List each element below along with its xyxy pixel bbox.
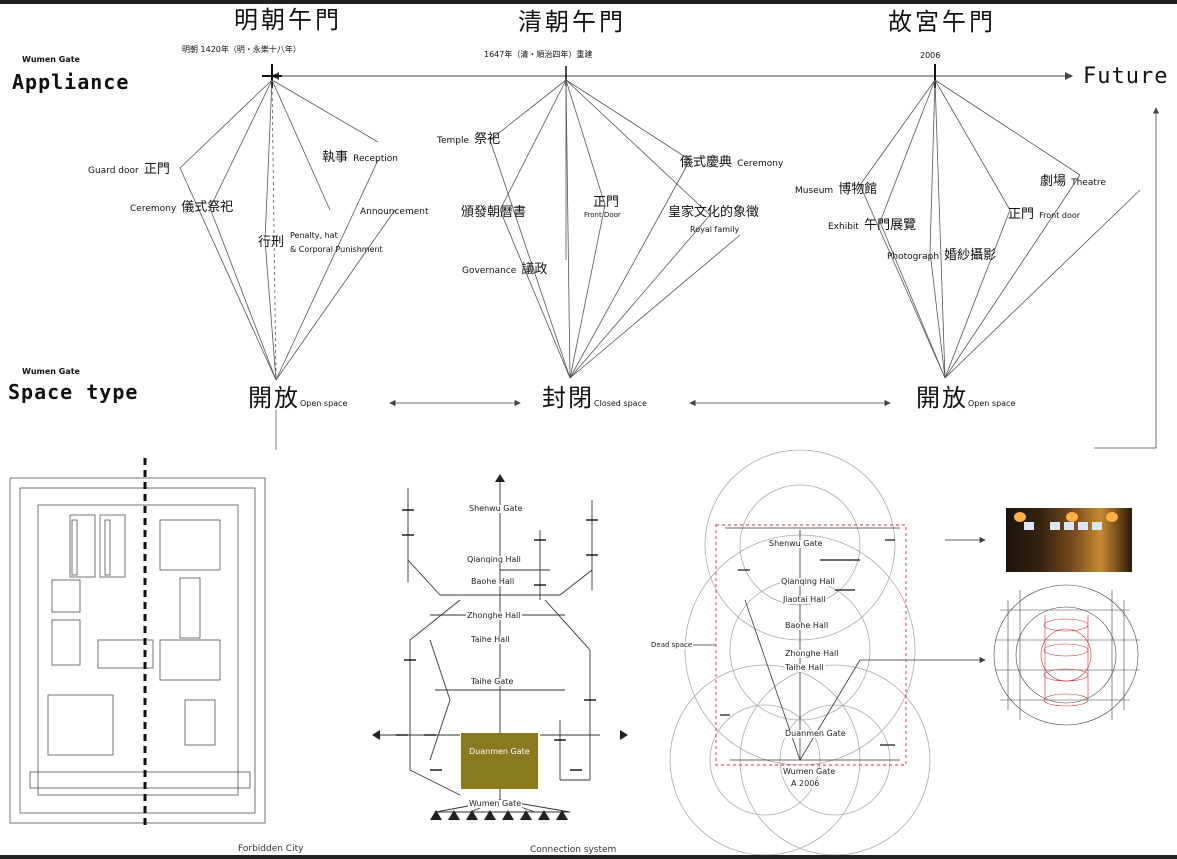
hall-label: Zhonghe Hall <box>466 612 522 620</box>
node-promulgate: 頒發朝曆書 <box>461 206 526 219</box>
museum-era-subtitle: 2006 <box>920 52 940 60</box>
forbidden-city-plan <box>10 478 265 823</box>
node-royal-family-cjk: 皇家文化的象徵 <box>668 206 759 219</box>
node-dianzhu: 執事 Reception <box>322 148 398 164</box>
node-ceremony-qing: 儀式慶典 Ceremony <box>680 153 783 169</box>
circle-gate-label: Duanmen Gate <box>784 730 847 738</box>
museum-era-title: 故宮午門 <box>888 10 996 34</box>
hall-label: Taihe Gate <box>470 678 514 686</box>
node-front-door-cjk: 正門 <box>593 196 619 209</box>
ming-era-title: 明朝午門 <box>234 8 342 32</box>
ming-web <box>180 80 395 380</box>
hall-label: Taihe Hall <box>470 636 511 644</box>
circle-hall-label: Shenwu Gate <box>768 540 823 548</box>
connection-system-caption: Connection system <box>530 846 616 855</box>
node-front-door-2: 正門 Front door <box>1008 205 1080 221</box>
node-museum: Museum 博物館 <box>795 180 877 196</box>
node-photograph: Photograph 婚紗攝影 <box>887 246 996 262</box>
node-governance: Governance 議政 <box>462 260 547 276</box>
circle-bottom-label: Wumen Gate <box>782 768 836 776</box>
ming-era-subtitle: 明朝 1420年（明・永樂十八年） <box>182 46 301 54</box>
space-museum: 開放Open space <box>916 386 1015 410</box>
dead-space-label: Dead space <box>650 642 693 649</box>
circle-hall-label: Zhonghe Hall <box>784 650 840 658</box>
node-announcement: Announcement <box>360 208 429 217</box>
appliance-row-small: Wumen Gate <box>22 56 80 64</box>
forbidden-city-caption: Forbidden City <box>238 845 303 854</box>
wumen-gate-label: Wumen Gate <box>468 800 522 808</box>
circle-hall-label: Jiaotai Hall <box>782 596 827 604</box>
hall-label: Shenwu Gate <box>468 505 523 513</box>
duanmen-gate-box <box>461 733 538 789</box>
qing-era-subtitle: 1647年（清・順治四年）重建 <box>484 51 592 59</box>
hall-label: Qianqing Hall <box>466 556 522 564</box>
theatre-photo <box>1006 508 1132 572</box>
circle-hall-label: Qianqing Hall <box>780 578 836 586</box>
node-exhibit: Exhibit 午門展覽 <box>828 216 916 232</box>
hall-label: Baohe Hall <box>470 578 515 586</box>
qing-era-title: 清朝午門 <box>518 10 626 34</box>
node-front-door-en: Front Door <box>584 212 621 219</box>
node-ceremony-ming: Ceremony 儀式祭祀 <box>130 198 233 214</box>
node-penalty-en1: Penalty, hat <box>290 232 338 240</box>
circle-hall-label: Baohe Hall <box>784 622 829 630</box>
space-qing: 封閉Closed space <box>542 386 647 410</box>
bottom-border <box>0 855 1177 859</box>
appliance-row-title: Appliance <box>12 72 129 92</box>
circle-bottom-year: A 2006 <box>790 780 820 788</box>
node-guard-door: Guard door 正門 <box>88 160 170 176</box>
circle-hall-label: Taihe Hall <box>784 664 825 672</box>
node-penalty: 行刑 <box>258 233 284 249</box>
node-theatre: 劇場 Theatre <box>1040 172 1106 188</box>
space-ming: 開放Open space <box>248 386 347 410</box>
gate-box-label: Duanmen Gate <box>468 748 531 756</box>
cylinder-cluster <box>994 585 1140 725</box>
future-label: Future <box>1083 66 1168 88</box>
space-row-small: Wumen Gate <box>22 368 80 376</box>
space-row-title: Space type <box>8 382 138 402</box>
node-royal-family-en: Royal family <box>690 226 739 234</box>
node-penalty-en2: & Corporal Punishment <box>290 246 383 254</box>
node-temple: Temple 祭祀 <box>437 130 500 146</box>
